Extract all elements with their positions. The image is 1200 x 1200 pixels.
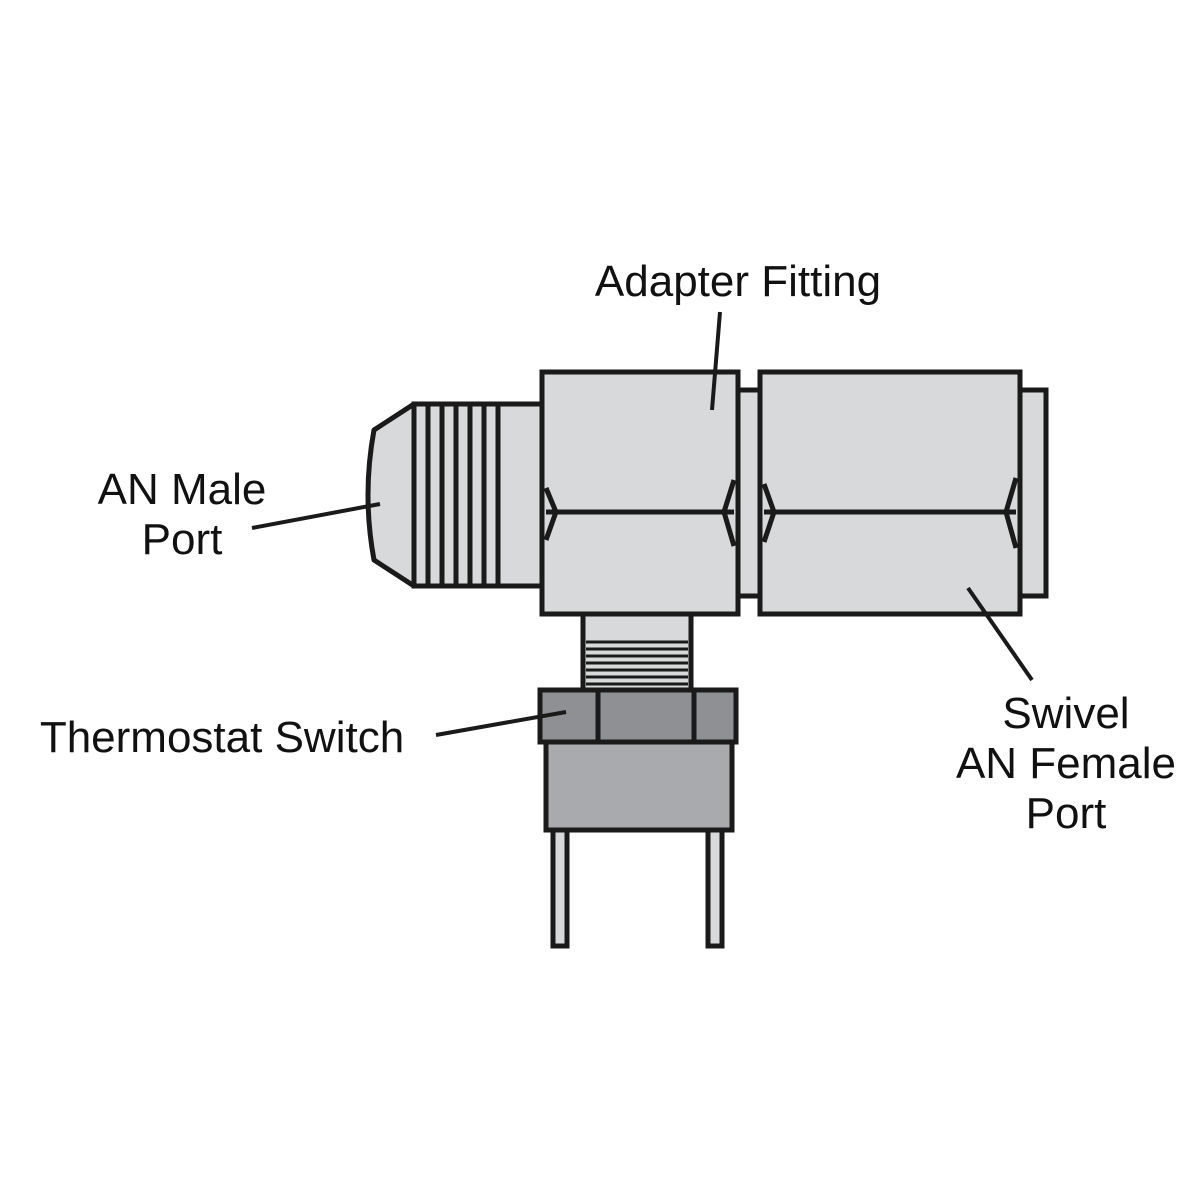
- terminal-pin-right: [705, 827, 725, 949]
- label-swivel-line2: AN Female: [956, 739, 1176, 788]
- switch-threaded-stem: [580, 611, 694, 693]
- label-adapter-fitting: Adapter Fitting: [595, 257, 881, 306]
- leader-thermostat-switch: [435, 710, 567, 737]
- leader-adapter-fitting: [710, 311, 722, 411]
- leader-an-male-port: [251, 502, 381, 530]
- label-swivel-line1: Swivel: [1002, 689, 1129, 738]
- male-port-threads: [411, 401, 551, 589]
- terminal-pin-left: [550, 827, 570, 949]
- label-thermostat-switch: Thermostat Switch: [40, 713, 404, 762]
- adapter-fitting-body: [539, 369, 741, 617]
- label-an-male-port-line1: AN Male: [98, 465, 267, 514]
- thermostat-switch-body: [543, 739, 735, 833]
- label-an-male-port-line2: Port: [142, 515, 223, 564]
- male-port-nose: [365, 401, 417, 589]
- swivel-female-body: [757, 369, 1023, 617]
- thermostat-switch-nut: [537, 687, 739, 745]
- leader-swivel-female-port: [966, 586, 1034, 682]
- label-swivel-line3: Port: [1026, 789, 1107, 838]
